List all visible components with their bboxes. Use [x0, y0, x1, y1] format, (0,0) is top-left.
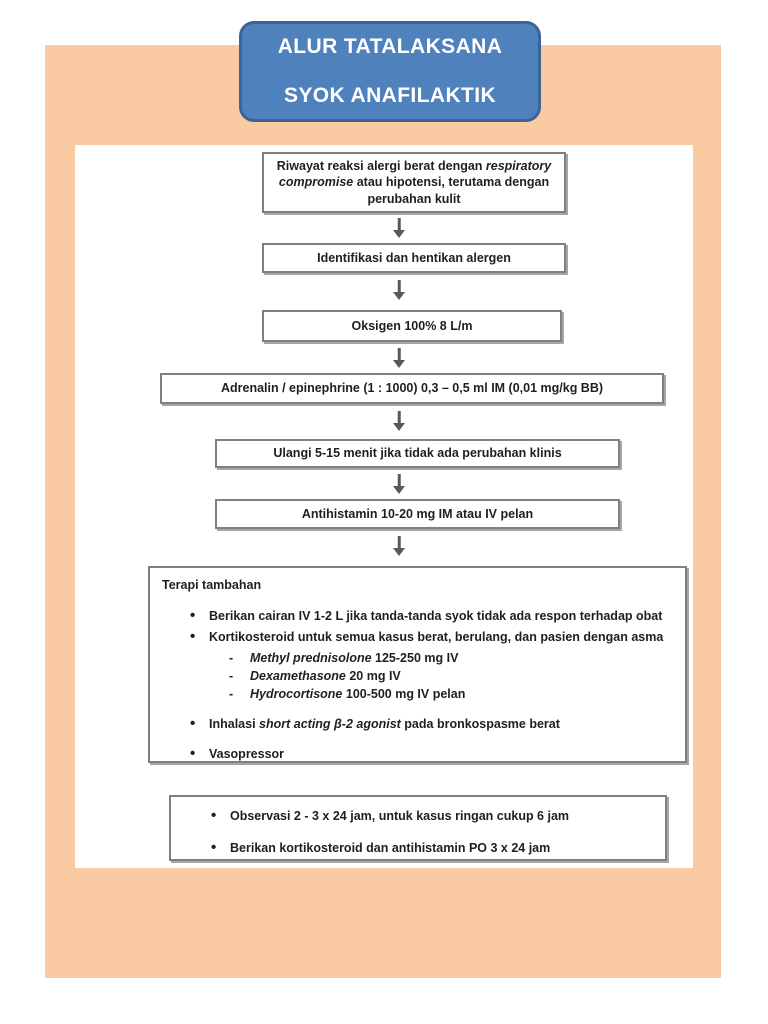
flow-step-antihistamin: Antihistamin 10-20 mg IM atau IV pelan	[215, 499, 620, 529]
flow-arrow-down-icon	[391, 536, 407, 557]
terapi-tambahan-heading: Terapi tambahan	[162, 578, 262, 592]
terapi-bullet-inhalasi: Inhalasi short acting β-2 agonist pada b…	[150, 715, 679, 733]
terapi-tambahan-box: Terapi tambahan Berikan cairan IV 1-2 L …	[148, 566, 687, 763]
title-banner: ALUR TATALAKSANA SYOK ANAFILAKTIK	[239, 21, 541, 122]
flow-arrow-down-icon	[391, 280, 407, 301]
flow-arrow-down-icon	[391, 474, 407, 495]
flow-step-ulangi: Ulangi 5-15 menit jika tidak ada perubah…	[215, 439, 620, 468]
terapi-bullet-vasopressor: Vasopressor	[150, 745, 679, 763]
observasi-bullet-durasi: Observasi 2 - 3 x 24 jam, untuk kasus ri…	[171, 807, 659, 825]
flow-step-adrenalin: Adrenalin / epinephrine (1 : 1000) 0,3 –…	[160, 373, 664, 404]
flow-step-riwayat-alergi: Riwayat reaksi alergi berat dengan respi…	[262, 152, 566, 213]
flow-arrow-down-icon	[391, 218, 407, 239]
flow-arrow-down-icon	[391, 348, 407, 369]
flow-arrow-down-icon	[391, 411, 407, 432]
flow-step-text: Adrenalin / epinephrine (1 : 1000) 0,3 –…	[220, 381, 604, 396]
title-line-1: ALUR TATALAKSANA	[277, 35, 503, 58]
flow-step-identifikasi-alergen: Identifikasi dan hentikan alergen	[262, 243, 566, 273]
flow-step-text: Identifikasi dan hentikan alergen	[317, 250, 511, 265]
observasi-list: Observasi 2 - 3 x 24 jam, untuk kasus ri…	[171, 807, 659, 872]
terapi-tambahan-list: Berikan cairan IV 1-2 L jika tanda-tanda…	[150, 607, 679, 767]
title-line-2: SYOK ANAFILAKTIK	[283, 84, 497, 107]
flow-step-text: Riwayat reaksi alergi berat dengan respi…	[276, 159, 552, 206]
observasi-bullet-kortikosteroid-po: Berikan kortikosteroid dan antihistamin …	[171, 839, 659, 857]
terapi-bullet-kortikosteroid: Kortikosteroid untuk semua kasus berat, …	[150, 628, 679, 646]
observasi-box: Observasi 2 - 3 x 24 jam, untuk kasus ri…	[169, 795, 667, 861]
terapi-bullet-cairan: Berikan cairan IV 1-2 L jika tanda-tanda…	[150, 607, 679, 625]
flow-step-text: Oksigen 100% 8 L/m	[351, 318, 473, 333]
kortikosteroid-item-hydrocortisone: Hydrocortisone 100-500 mg IV pelan	[150, 686, 679, 703]
flow-step-oksigen: Oksigen 100% 8 L/m	[262, 310, 562, 342]
flow-step-text: Antihistamin 10-20 mg IM atau IV pelan	[301, 506, 534, 521]
kortikosteroid-item-methylprednisolone: Methyl prednisolone 125-250 mg IV	[150, 650, 679, 667]
flow-step-text: Ulangi 5-15 menit jika tidak ada perubah…	[273, 446, 562, 461]
kortikosteroid-item-dexamethasone: Dexamethasone 20 mg IV	[150, 668, 679, 685]
